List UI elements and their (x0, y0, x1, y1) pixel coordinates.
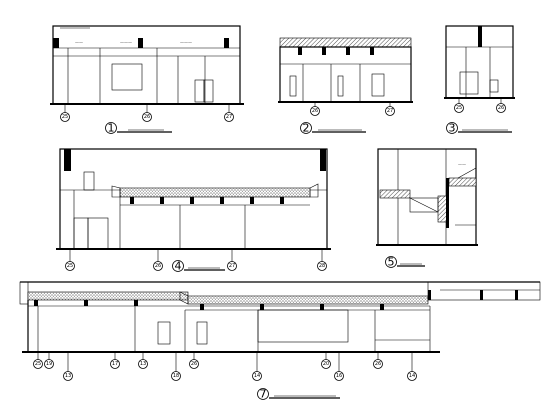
axis-label: 28 (319, 263, 325, 269)
view-3-section: 25 26 3 (444, 25, 515, 135)
view-number: 1 (108, 122, 115, 135)
view-number: 5 (388, 256, 395, 269)
view-5-detail: —— 5 (376, 148, 478, 269)
axis-label: 25 (456, 105, 462, 111)
view-number: 2 (303, 122, 310, 135)
axis-label: 18 (173, 373, 179, 379)
axis-label: 25 (62, 114, 68, 120)
axis-label: 26 (498, 105, 504, 111)
svg-text:——: —— (458, 162, 466, 167)
axis-label: 26 (312, 108, 318, 114)
axis-label: 26 (155, 263, 161, 269)
axis-label: 19 (46, 361, 52, 367)
axis-label: 27 (226, 114, 232, 120)
axis-label: 26 (375, 361, 381, 367)
view-title-placeholder (462, 129, 508, 131)
view-7-long-section: 25 19 13 17 13 18 26 14 20 16 26 14 7 (19, 281, 541, 401)
axis-label: 20 (323, 361, 329, 367)
axis-label: 26 (191, 361, 197, 367)
axis-label: 14 (409, 373, 415, 379)
view-number: 7 (260, 388, 267, 401)
view-title-placeholder (274, 395, 336, 397)
axis-label: 27 (387, 108, 393, 114)
view-1-elevation: —— ——— ——— 25 26 27 1 (50, 25, 244, 135)
axis-label: 13 (140, 361, 146, 367)
view-number: 3 (449, 122, 456, 135)
view-title-placeholder (400, 263, 422, 265)
axis-label: 16 (336, 373, 342, 379)
view-title-placeholder (128, 129, 164, 131)
axis-label: 25 (67, 263, 73, 269)
view-title-placeholder (318, 129, 362, 131)
svg-text:———: ——— (180, 40, 192, 45)
axis-label: 25 (35, 361, 41, 367)
axis-label: 14 (254, 373, 260, 379)
view-4-section: 25 26 27 28 4 (56, 148, 331, 273)
svg-text:———: ——— (120, 40, 132, 45)
axis-label: 13 (65, 373, 71, 379)
axis-label: 26 (144, 114, 150, 120)
svg-text:——: —— (75, 40, 83, 45)
view-title-placeholder (188, 267, 220, 269)
view-2-section: 26 27 2 (278, 37, 413, 135)
view-number: 4 (175, 260, 182, 273)
axis-label: 27 (229, 263, 235, 269)
axis-label: 17 (112, 361, 118, 367)
